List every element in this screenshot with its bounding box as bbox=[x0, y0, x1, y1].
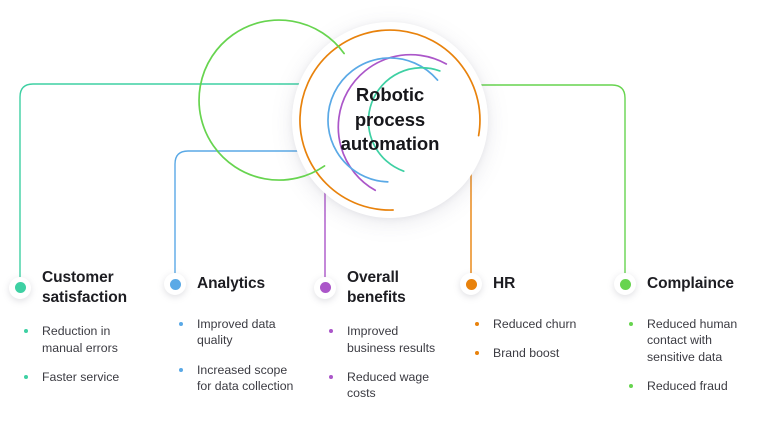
node-dot-overall-benefits bbox=[314, 276, 336, 299]
list-item: Reduced fraud bbox=[627, 378, 756, 394]
bullet-list-complaince: Reduced human contact with sensitive dat… bbox=[627, 316, 756, 394]
bullet-dot-icon bbox=[179, 322, 183, 326]
node-dot-hr bbox=[460, 273, 482, 295]
bullet-text: Reduced wage costs bbox=[347, 370, 430, 401]
bullet-dot-icon bbox=[475, 322, 479, 326]
list-item: Reduced human contact with sensitive dat… bbox=[627, 316, 756, 365]
connector-analytics bbox=[174, 150, 335, 286]
bullet-text: Faster service bbox=[42, 370, 120, 385]
connector-complaince bbox=[455, 84, 626, 286]
bullet-dot-icon bbox=[329, 375, 333, 380]
node-dot-analytics bbox=[164, 273, 186, 295]
bullet-text: Improved business results bbox=[347, 324, 436, 355]
bullet-text: Reduced churn bbox=[493, 317, 577, 331]
bullet-dot-icon bbox=[24, 329, 28, 334]
column-title: Complaince bbox=[647, 275, 734, 293]
column-title: Overall benefits bbox=[347, 269, 406, 306]
bullet-dot-icon bbox=[475, 351, 479, 356]
bullet-dot-icon bbox=[629, 322, 633, 326]
column-complaince: Complaince Reduced human contact with se… bbox=[614, 268, 756, 410]
bullet-text: Improved data quality bbox=[197, 317, 276, 348]
list-item: Improved business results bbox=[327, 323, 446, 356]
bullet-text: Reduced fraud bbox=[647, 379, 728, 394]
bullet-list-hr: Reduced churn Brand boost bbox=[473, 316, 590, 362]
column-title: Customer satisfaction bbox=[42, 269, 127, 306]
column-header-customer-satisfaction[interactable]: Customer satisfaction bbox=[9, 268, 144, 307]
column-customer-satisfaction: Customer satisfaction Reduction in manua… bbox=[9, 268, 144, 401]
bullet-text: Reduction in manual errors bbox=[42, 324, 118, 355]
list-item: Brand boost bbox=[473, 345, 590, 361]
column-header-complaince[interactable]: Complaince bbox=[614, 268, 756, 300]
bullet-dot-icon bbox=[329, 329, 333, 334]
column-hr: HR Reduced churn Brand boost bbox=[460, 268, 590, 378]
column-header-overall-benefits[interactable]: Overall benefits bbox=[314, 268, 446, 307]
list-item: Reduction in manual errors bbox=[22, 323, 144, 356]
node-dot-customer-satisfaction bbox=[9, 276, 31, 299]
connector-customer-satisfaction bbox=[19, 83, 330, 286]
bullet-dot-icon bbox=[24, 375, 28, 380]
list-item: Increased scope for data collection bbox=[177, 362, 302, 395]
bullet-list-overall-benefits: Improved business results Reduced wage c… bbox=[327, 323, 446, 401]
column-header-analytics[interactable]: Analytics bbox=[164, 268, 302, 300]
bullet-text: Reduced human contact with sensitive dat… bbox=[647, 317, 738, 364]
list-item: Faster service bbox=[22, 369, 144, 385]
node-dot-complaince bbox=[614, 273, 636, 295]
list-item: Improved data quality bbox=[177, 316, 302, 349]
bullet-text: Increased scope for data collection bbox=[197, 362, 294, 394]
bullet-dot-icon bbox=[179, 367, 183, 372]
bullet-text: Brand boost bbox=[493, 346, 560, 361]
column-title: Analytics bbox=[197, 275, 266, 293]
bullet-list-analytics: Improved data quality Increased scope fo… bbox=[177, 316, 302, 394]
bullet-list-customer-satisfaction: Reduction in manual errors Faster servic… bbox=[22, 323, 144, 385]
column-title: HR bbox=[493, 275, 516, 293]
list-item: Reduced churn bbox=[473, 316, 590, 332]
column-analytics: Analytics Improved data quality Increase… bbox=[164, 268, 302, 410]
list-item: Reduced wage costs bbox=[327, 369, 446, 402]
bullet-dot-icon bbox=[629, 384, 633, 389]
column-overall-benefits: Overall benefits Improved business resul… bbox=[314, 268, 446, 418]
column-header-hr[interactable]: HR bbox=[460, 268, 590, 300]
